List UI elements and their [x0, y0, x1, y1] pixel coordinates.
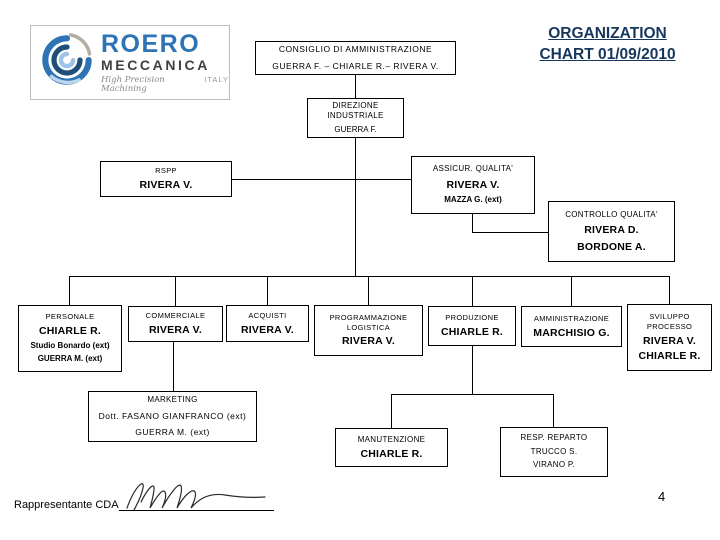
signature-line [118, 480, 274, 511]
box-title: RESP. REPARTO [520, 433, 588, 443]
org-box-direzione-industriale: DIREZIONE INDUSTRIALE GUERRA F. [307, 98, 404, 138]
box-title: ACQUISTI [248, 310, 287, 320]
box-title: RSPP [155, 166, 177, 176]
org-box-produzione: PRODUZIONE CHIARLE R. [428, 306, 516, 346]
page-title-line2: CHART 01/09/2010 [539, 45, 676, 63]
brand-secondary: MECCANICA [101, 57, 210, 73]
box-title: PROGRAMMAZIONE LOGISTICA [329, 312, 408, 332]
connector-line [232, 179, 411, 180]
signature-image [125, 483, 266, 511]
brand-primary: ROERO [101, 30, 201, 58]
box-title: SVILUPPO PROCESSO [646, 312, 693, 331]
connector-line [472, 346, 473, 394]
org-box-amministrazione: AMMINISTRAZIONE MARCHISIO G. [521, 306, 622, 347]
box-name: GUERRA M. (ext) [135, 426, 210, 437]
page-title-line1: ORGANIZATION [548, 25, 667, 42]
box-title: COMMERCIALE [145, 311, 206, 321]
box-name: MARCHISIO G. [533, 326, 610, 339]
box-name: RIVERA V. [149, 324, 202, 337]
box-name: GUERRA F. [334, 124, 377, 134]
signature-block: Rappresentante CDA [14, 480, 274, 511]
connector-line [355, 137, 356, 276]
org-box-programmazione-logistica: PROGRAMMAZIONE LOGISTICA RIVERA V. [314, 305, 423, 356]
org-box-consiglio-di-amministrazione: CONSIGLIO DI AMMINISTRAZIONE GUERRA F. –… [255, 41, 456, 75]
org-box-controllo-qualita: CONTROLLO QUALITA' RIVERA D. BORDONE A. [548, 201, 675, 262]
box-title: DIREZIONE INDUSTRIALE [327, 100, 384, 121]
connector-line [69, 276, 70, 305]
org-box-sviluppo-processo: SVILUPPO PROCESSO RIVERA V. CHIARLE R. [627, 304, 712, 371]
connector-line [472, 232, 548, 233]
box-name-ext: GUERRA M. (ext) [37, 354, 103, 364]
box-name: RIVERA V. [342, 335, 395, 348]
box-name: TRUCCO S. [530, 446, 578, 456]
page-title: ORGANIZATION CHART 01/09/2010 [505, 24, 710, 66]
box-name: RIVERA V. [139, 179, 193, 192]
box-name: RIVERA V. [446, 178, 500, 191]
org-box-marketing: MARKETING Dott. FASANO GIANFRANCO (ext) … [88, 391, 257, 442]
box-title: PRODUZIONE [445, 313, 499, 323]
company-logo: ROERO MECCANICA High Precision Machining… [30, 25, 230, 100]
box-name: BORDONE A. [577, 240, 646, 253]
box-members: GUERRA F. – CHIARLE R.– RIVERA V. [272, 60, 439, 71]
box-name-ext: Studio Bonardo (ext) [30, 340, 110, 350]
connector-line [391, 394, 554, 395]
page-number: 4 [658, 489, 666, 504]
org-box-manutenzione: MANUTENZIONE CHIARLE R. [335, 428, 448, 467]
box-name: RIVERA V. [241, 323, 294, 336]
box-name: CHIARLE R. [38, 325, 102, 338]
connector-line [175, 276, 176, 306]
org-box-commerciale: COMMERCIALE RIVERA V. [128, 306, 223, 342]
connector-line [472, 214, 473, 233]
org-box-rspp: RSPP RIVERA V. [100, 161, 232, 197]
connector-line [69, 276, 670, 277]
connector-line [472, 276, 473, 306]
box-name: VIRANO P. [532, 460, 576, 470]
org-box-personale: PERSONALE CHIARLE R. Studio Bonardo (ext… [18, 305, 122, 372]
connector-line [267, 276, 268, 305]
box-title: MARKETING [147, 395, 198, 405]
box-name: CHIARLE R. [440, 326, 504, 339]
box-title: CONTROLLO QUALITA' [565, 209, 658, 219]
box-name: RIVERA V. [643, 334, 696, 347]
org-box-assicur-qualita: ASSICUR. QUALITA' RIVERA V. MAZZA G. (ex… [411, 156, 535, 214]
box-name: Dott. FASANO GIANFRANCO (ext) [98, 410, 247, 421]
org-box-acquisti: ACQUISTI RIVERA V. [226, 305, 309, 342]
brand-country: ITALY [204, 75, 229, 84]
box-title: ASSICUR. QUALITA' [432, 164, 514, 174]
connector-line [355, 75, 356, 98]
connector-line [571, 276, 572, 306]
box-title: MANUTENZIONE [357, 434, 426, 444]
signature-label: Rappresentante CDA [14, 499, 119, 511]
box-name: CHIARLE R. [360, 447, 423, 460]
box-title: CONSIGLIO DI AMMINISTRAZIONE [278, 44, 433, 55]
swirl-logo-icon [41, 31, 93, 94]
connector-line [368, 276, 369, 305]
brand-tagline: High Precision Machining [101, 75, 165, 94]
connector-line [669, 276, 670, 304]
connector-line [173, 342, 174, 391]
box-name: CHIARLE R. [638, 350, 701, 363]
connector-line [553, 394, 554, 427]
box-name-ext: MAZZA G. (ext) [444, 195, 502, 205]
box-title: PERSONALE [45, 312, 95, 322]
org-box-resp-reparto: RESP. REPARTO TRUCCO S. VIRANO P. [500, 427, 608, 477]
connector-line [391, 394, 392, 428]
box-name: RIVERA D. [584, 224, 639, 237]
box-title: AMMINISTRAZIONE [533, 313, 610, 323]
